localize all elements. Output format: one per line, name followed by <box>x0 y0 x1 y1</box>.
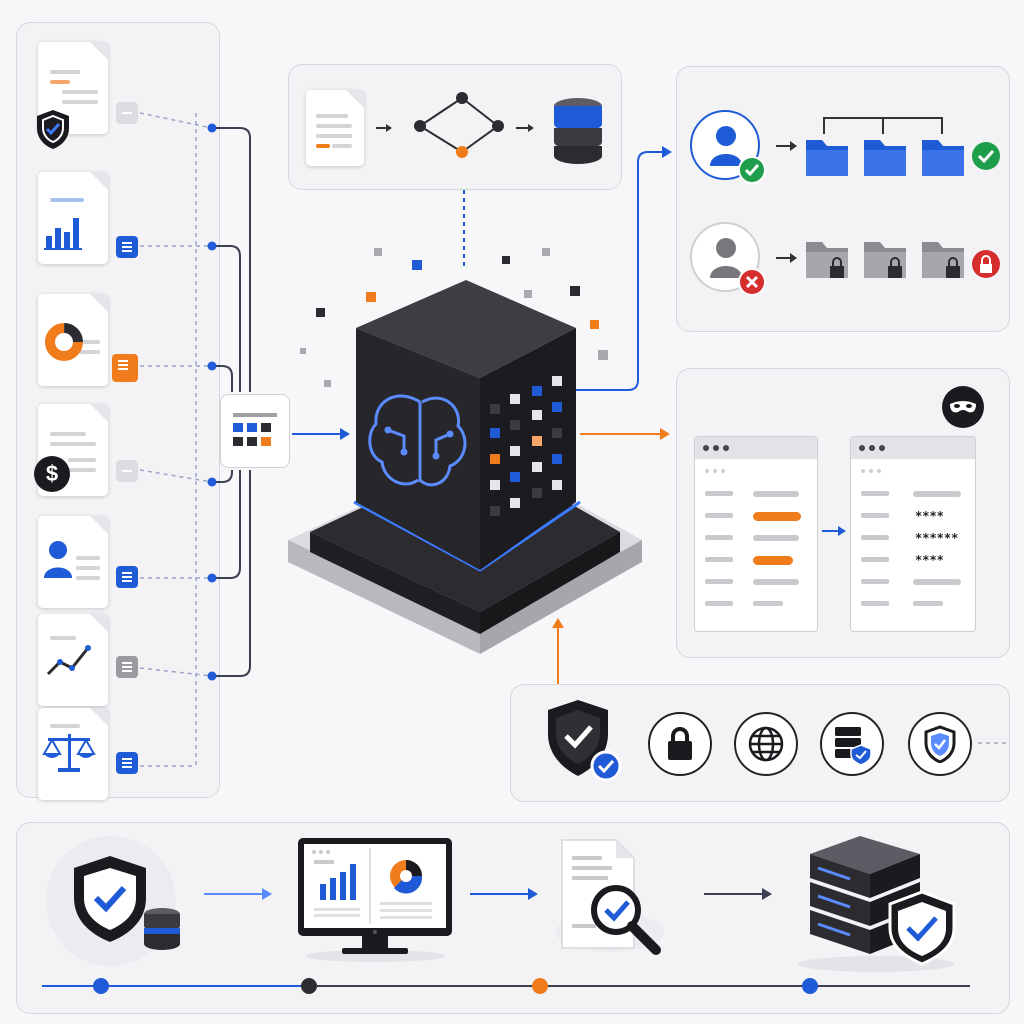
granted-folders <box>776 117 1000 176</box>
masked-value: **** <box>915 553 944 567</box>
masked-value: ****** <box>915 531 959 545</box>
shield-check-icon <box>548 700 622 782</box>
masking-arrow <box>822 526 846 536</box>
document-search-step <box>544 834 674 964</box>
dashed-tail <box>978 742 1006 744</box>
pipeline-to-cube-connector <box>463 190 465 268</box>
server-shield-icon <box>798 836 956 972</box>
pipeline-graph <box>376 92 534 158</box>
original-data-window <box>694 436 818 632</box>
ai-processing-cube <box>288 248 642 654</box>
denied-user-avatar <box>690 222 766 296</box>
access-control-panel <box>676 66 1010 332</box>
user-icon <box>710 238 742 278</box>
dollar-icon: $ <box>34 456 70 492</box>
masked-value: **** <box>915 509 944 523</box>
timeline-arrow <box>204 888 272 900</box>
document-card <box>38 516 108 608</box>
document-badge <box>116 566 138 588</box>
shield-database-icon <box>74 856 180 950</box>
document-badge <box>116 236 138 258</box>
globe-icon <box>734 712 798 776</box>
source-document <box>306 90 364 166</box>
lock-icon <box>648 712 712 776</box>
timeline-arrow <box>704 888 772 900</box>
document-search-icon <box>556 839 664 955</box>
timeline-track <box>42 978 970 994</box>
mask-icon <box>942 386 984 428</box>
granted-user-avatar <box>690 110 766 184</box>
user-icon <box>710 126 742 166</box>
grid-icon <box>233 413 277 446</box>
locked-folders <box>776 242 1000 278</box>
shield-icon <box>908 712 972 776</box>
document-card <box>38 708 108 800</box>
document-badge <box>112 354 138 382</box>
dashboard-monitor-step <box>290 832 460 962</box>
masked-data-window: **** ****** **** <box>850 436 976 632</box>
document-badge <box>116 656 138 678</box>
line-chart-icon <box>46 645 91 676</box>
shield-database-step <box>46 836 180 966</box>
timeline-arrow <box>470 888 538 900</box>
x-icon <box>738 268 766 296</box>
server-shield-icon <box>820 712 884 776</box>
donut-chart-icon <box>44 322 84 367</box>
check-icon <box>738 156 766 184</box>
document-badge <box>116 460 138 482</box>
document-badge <box>116 752 138 774</box>
scales-icon <box>42 734 96 772</box>
document-card <box>38 614 108 706</box>
dashboard-monitor-icon <box>298 838 452 962</box>
user-icon <box>42 538 74 583</box>
document-badge <box>116 102 138 124</box>
shield-icon <box>34 108 72 155</box>
document-card <box>38 172 108 264</box>
database-icon <box>554 98 602 164</box>
data-aggregator-tile <box>220 394 290 468</box>
document-card <box>38 404 108 496</box>
secure-server-step <box>790 824 970 974</box>
bar-chart-icon <box>44 218 82 250</box>
